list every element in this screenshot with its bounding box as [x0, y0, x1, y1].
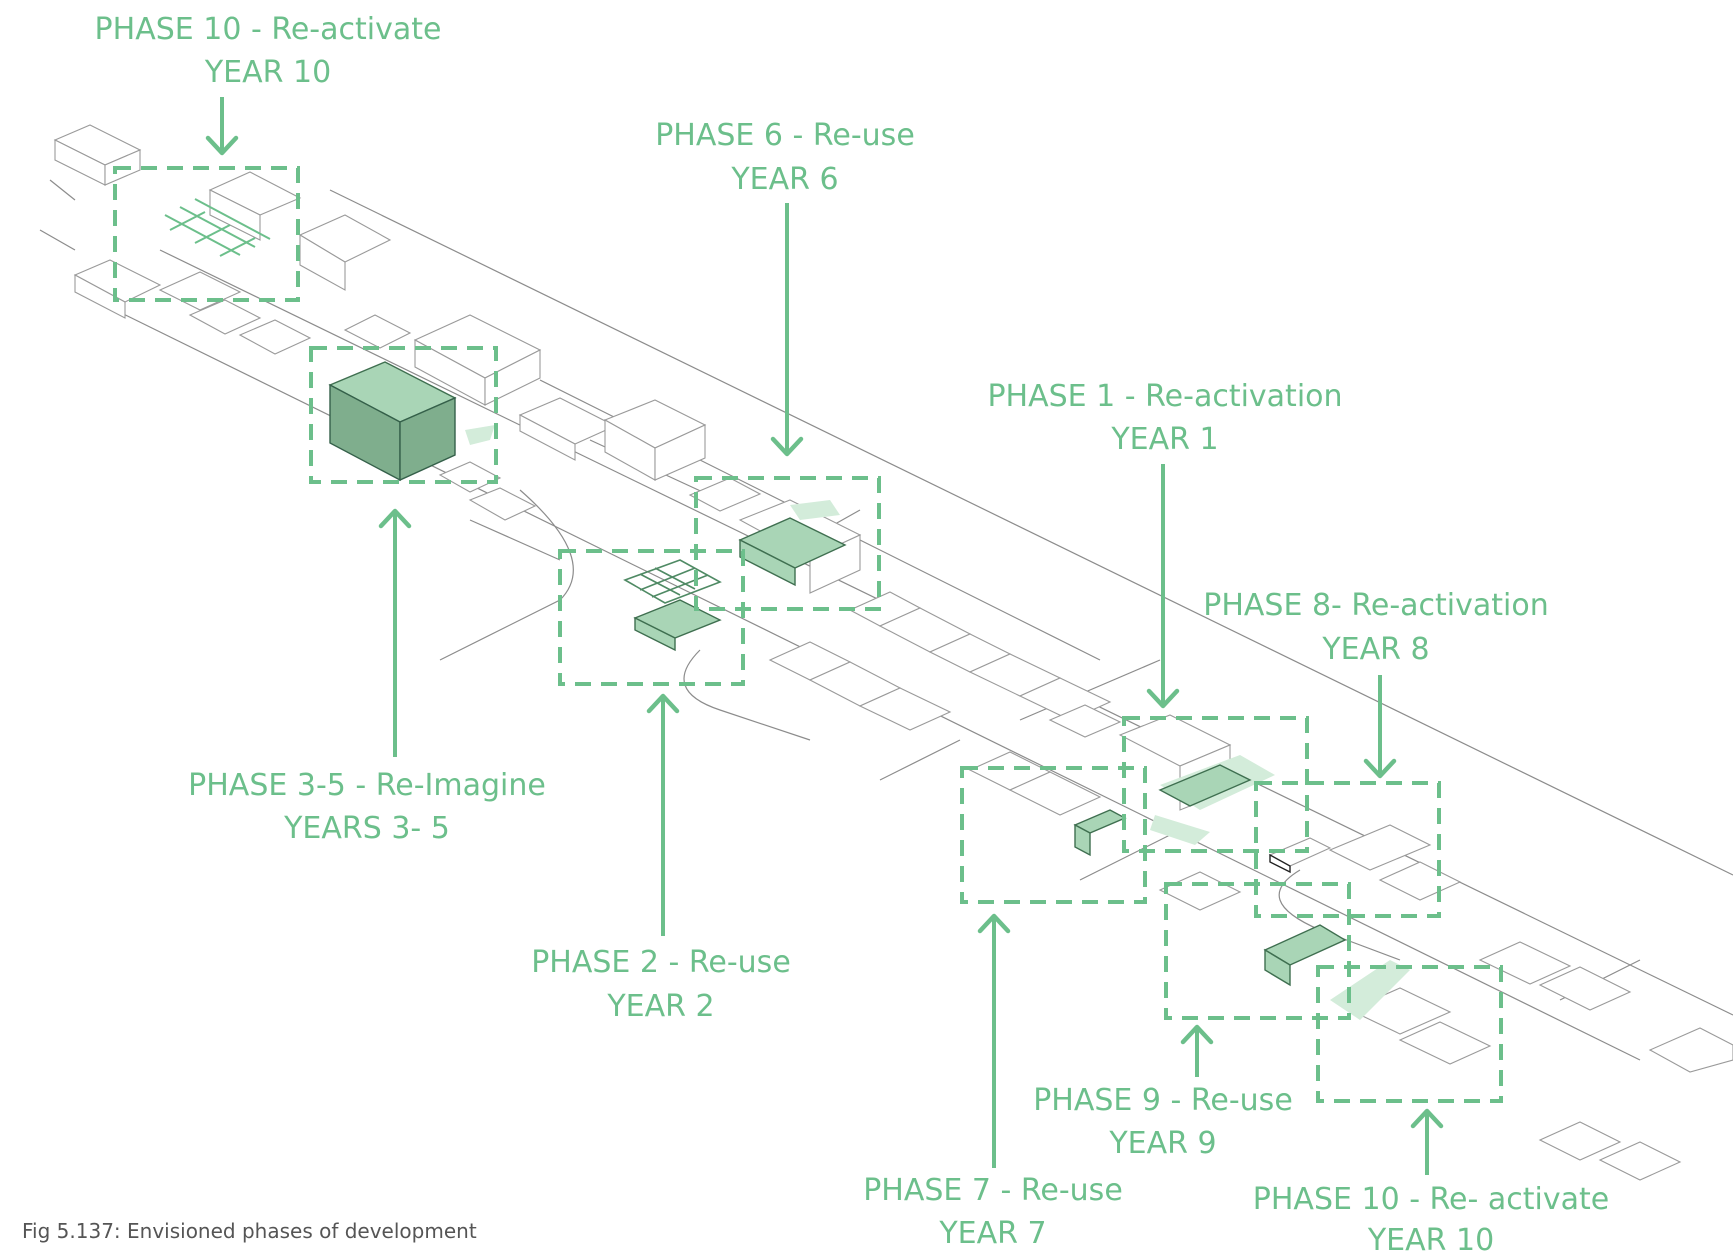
- frame-phase2: [558, 549, 745, 686]
- frame-phase7: [960, 766, 1147, 904]
- phase1-building: [1150, 755, 1275, 845]
- phase10-top-title: PHASE 10 - Re-activate: [95, 12, 442, 47]
- arrow-phase35: [378, 508, 412, 757]
- phase35-year: YEARS 3- 5: [283, 811, 450, 846]
- frame-phase8: [1254, 781, 1441, 918]
- frame-phase9: [1164, 882, 1351, 1020]
- phase6-building: [738, 500, 847, 587]
- phase-labels: PHASE 10 - Re-activate YEAR 10 PHASE 6 -…: [95, 12, 1610, 1251]
- phase6-title: PHASE 6 - Re-use: [655, 118, 915, 153]
- phase10-pergola: [164, 198, 271, 257]
- phase9-year: YEAR 9: [1108, 1126, 1216, 1161]
- phase10-top-year: YEAR 10: [204, 55, 331, 90]
- phase9-title: PHASE 9 - Re-use: [1033, 1083, 1293, 1118]
- phase-arrows: [205, 97, 1444, 1175]
- arrow-phase2: [646, 693, 680, 936]
- phase6-year: YEAR 6: [730, 162, 838, 197]
- phase35-building: [328, 361, 495, 482]
- frame-phase1: [1122, 716, 1309, 853]
- phase10-bottom-title: PHASE 10 - Re- activate: [1253, 1182, 1609, 1217]
- phase2-year: YEAR 2: [606, 989, 714, 1024]
- intervention-buildings: [164, 198, 1410, 1020]
- frame-phase35: [309, 346, 498, 484]
- context-buildings: [53, 124, 1733, 1181]
- arrow-phase9: [1180, 1024, 1214, 1077]
- phase7-year: YEAR 7: [938, 1216, 1046, 1251]
- arrow-phase10-bottom: [1410, 1108, 1444, 1175]
- arrow-phase10-top: [205, 97, 239, 156]
- phase2-title: PHASE 2 - Re-use: [531, 945, 791, 980]
- phase35-title: PHASE 3-5 - Re-Imagine: [188, 768, 546, 803]
- frame-phase6: [694, 476, 881, 611]
- phase8-title: PHASE 8- Re-activation: [1203, 588, 1549, 623]
- phase10-plaza: [1330, 960, 1410, 1020]
- phase2-structure: [623, 559, 722, 652]
- phase1-year: YEAR 1: [1110, 422, 1218, 457]
- arrow-phase1: [1146, 464, 1180, 709]
- phase7-title: PHASE 7 - Re-use: [863, 1173, 1123, 1208]
- figure-caption: Fig 5.137: Envisioned phases of developm…: [22, 1219, 477, 1243]
- arrow-phase7: [977, 913, 1011, 1168]
- arrow-phase6: [770, 203, 804, 457]
- frame-phase10-bottom: [1316, 965, 1503, 1103]
- phase10-bottom-year: YEAR 10: [1367, 1223, 1494, 1251]
- phase-frames: [113, 166, 1503, 1103]
- phase8-year: YEAR 8: [1321, 632, 1429, 667]
- phase1-title: PHASE 1 - Re-activation: [987, 379, 1342, 414]
- frame-phase10-top: [113, 166, 300, 302]
- arrow-phase8: [1363, 675, 1397, 779]
